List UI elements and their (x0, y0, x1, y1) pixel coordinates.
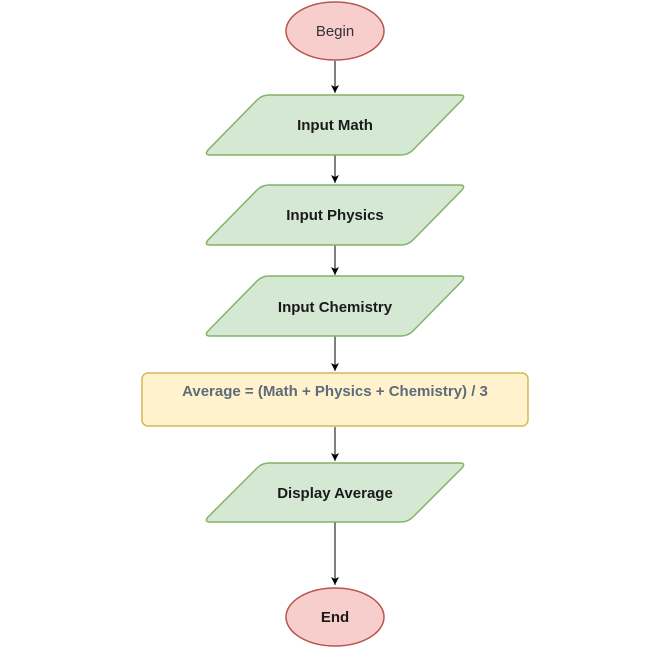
input-math-label: Input Math (297, 117, 373, 134)
end-label: End (321, 609, 349, 626)
average-process-label: Average = (Math + Physics + Chemistry) /… (182, 383, 488, 400)
input-math-node[interactable]: Input Math (205, 94, 465, 156)
input-physics-label: Input Physics (286, 207, 384, 224)
input-physics-parallelogram (205, 184, 465, 246)
average-process-node[interactable]: Average = (Math + Physics + Chemistry) /… (141, 372, 529, 427)
display-average-parallelogram (205, 462, 465, 523)
input-chemistry-label: Input Chemistry (278, 299, 393, 316)
input-chemistry-parallelogram (205, 275, 465, 337)
input-chemistry-node[interactable]: Input Chemistry (205, 275, 465, 337)
end-ellipse (285, 587, 385, 647)
input-physics-node[interactable]: Input Physics (205, 184, 465, 246)
input-math-parallelogram (205, 94, 465, 156)
display-average-label: Display Average (277, 485, 393, 502)
display-average-node[interactable]: Display Average (205, 462, 465, 523)
begin-label: Begin (316, 23, 354, 40)
begin-ellipse (285, 1, 385, 61)
average-process-box (141, 372, 529, 427)
begin-node[interactable]: Begin (285, 1, 385, 61)
end-node[interactable]: End (285, 587, 385, 647)
